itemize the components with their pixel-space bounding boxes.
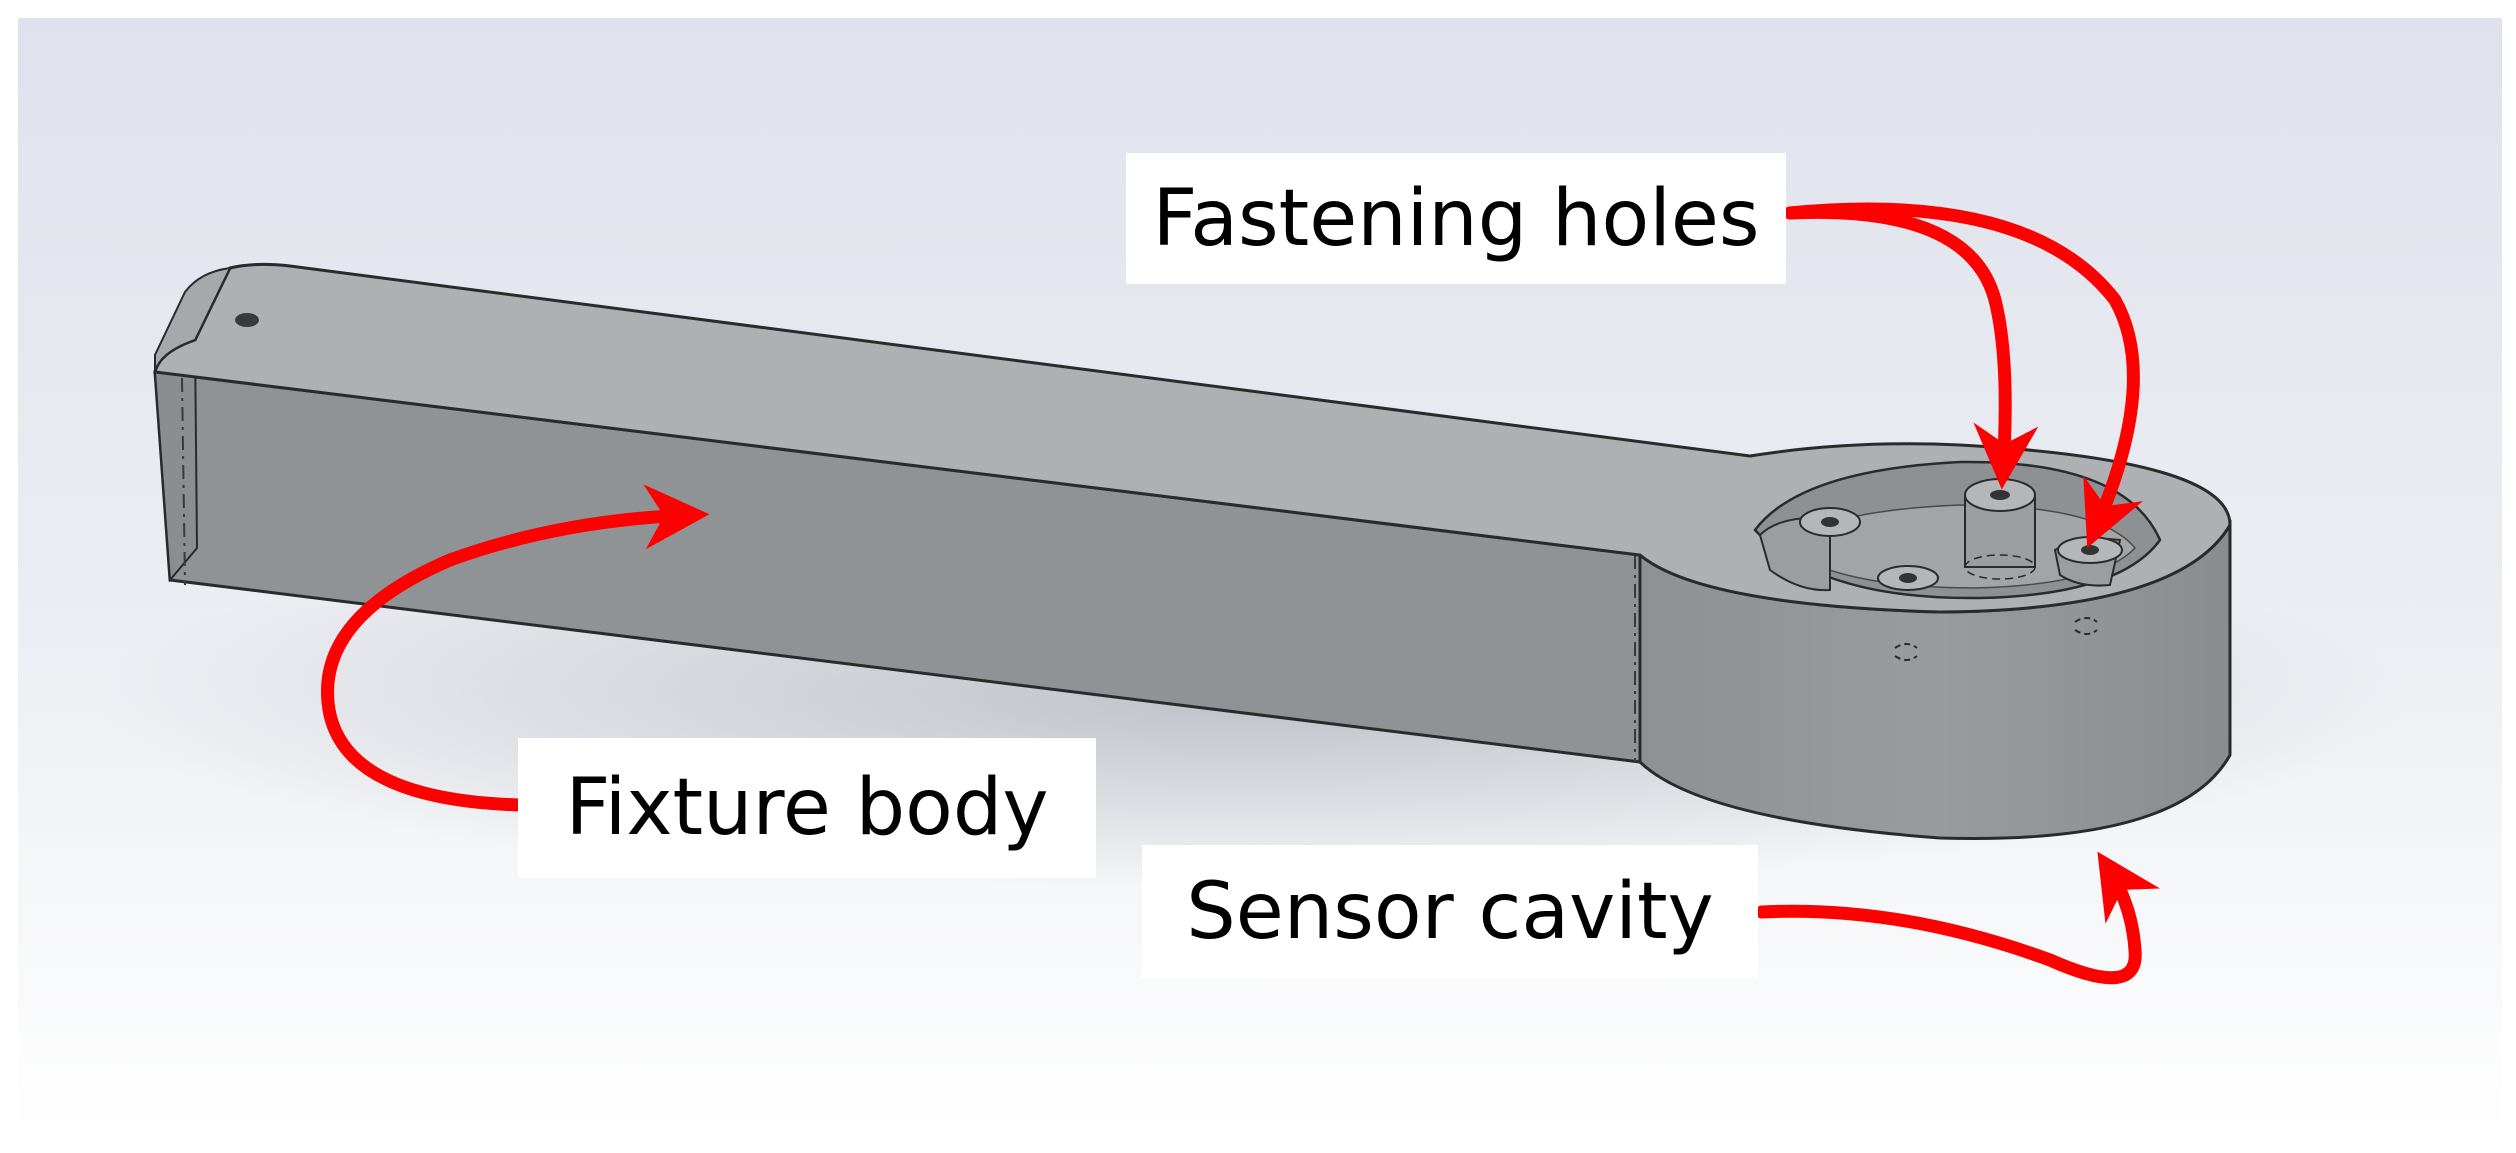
fastening-hole (1899, 573, 1917, 583)
bar-end-hole (235, 313, 259, 327)
boss-center (1964, 478, 2036, 580)
fastening-hole (1990, 490, 2010, 500)
arrow-sensor-cavity (1755, 851, 2161, 985)
arrow-fastening-holes-2 (1783, 202, 2143, 548)
arrow-fastening-holes-1 (1783, 205, 2039, 490)
boss-right (2053, 536, 2123, 587)
arrow-fixture-body (321, 484, 710, 812)
hidden-hole-mark (1894, 643, 1918, 661)
label-fixture-body: Fixture body (518, 738, 1096, 878)
boss-left (1758, 507, 1861, 592)
label-sensor-cavity: Sensor cavity (1142, 845, 1758, 978)
fastening-hole (1821, 517, 1839, 527)
bar-fillet-seam (181, 377, 186, 586)
hidden-hole-mark (2074, 617, 2098, 635)
top-face (153, 262, 2232, 614)
bar-corner (154, 266, 232, 373)
boss-front (1877, 565, 1939, 591)
label-fastening-holes: Fastening holes (1126, 153, 1786, 284)
fastening-hole (2081, 545, 2099, 555)
